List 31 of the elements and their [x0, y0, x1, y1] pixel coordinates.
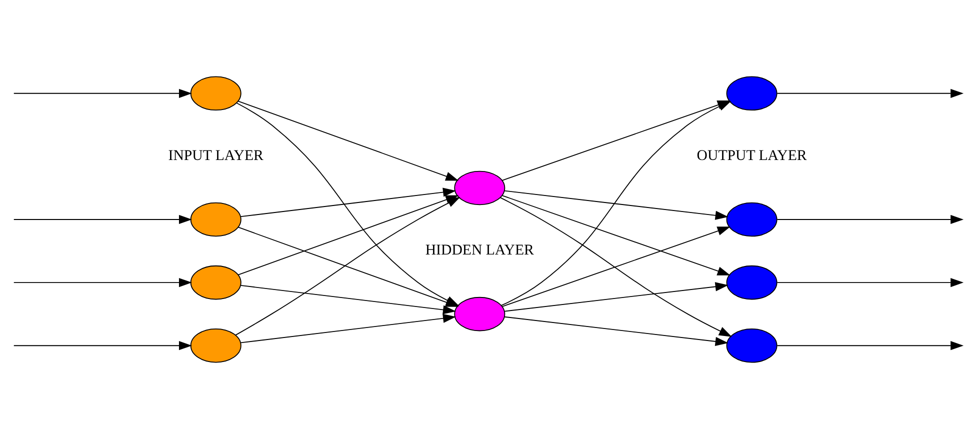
arrow — [500, 197, 732, 337]
arrow — [504, 190, 728, 220]
node-circle — [454, 296, 506, 332]
label: HIDDEN LAYER — [425, 242, 534, 259]
arrow — [13, 214, 192, 224]
arrow — [502, 226, 730, 307]
arrow — [240, 188, 456, 218]
arrow — [238, 100, 459, 181]
node-circle — [190, 265, 242, 300]
node-circle — [454, 170, 506, 206]
arrow — [240, 285, 456, 314]
label: INPUT LAYER — [168, 148, 264, 164]
arrow — [13, 341, 192, 350]
arrow — [776, 278, 964, 288]
label: OUTPUT LAYER — [696, 148, 807, 164]
node-circle — [726, 76, 778, 111]
node-circle — [726, 328, 778, 363]
arrow — [776, 341, 964, 350]
arrow — [776, 214, 964, 224]
arrow — [504, 316, 728, 346]
node-circle — [726, 265, 778, 300]
arrow — [240, 314, 456, 344]
arrow — [502, 195, 730, 276]
arrow — [13, 278, 192, 288]
arrow — [504, 282, 728, 312]
arrow — [776, 88, 964, 98]
arrow — [13, 88, 192, 98]
node-circle — [726, 202, 778, 237]
node-circle — [190, 202, 242, 237]
node-circle — [190, 328, 242, 363]
node-circle — [190, 76, 242, 111]
